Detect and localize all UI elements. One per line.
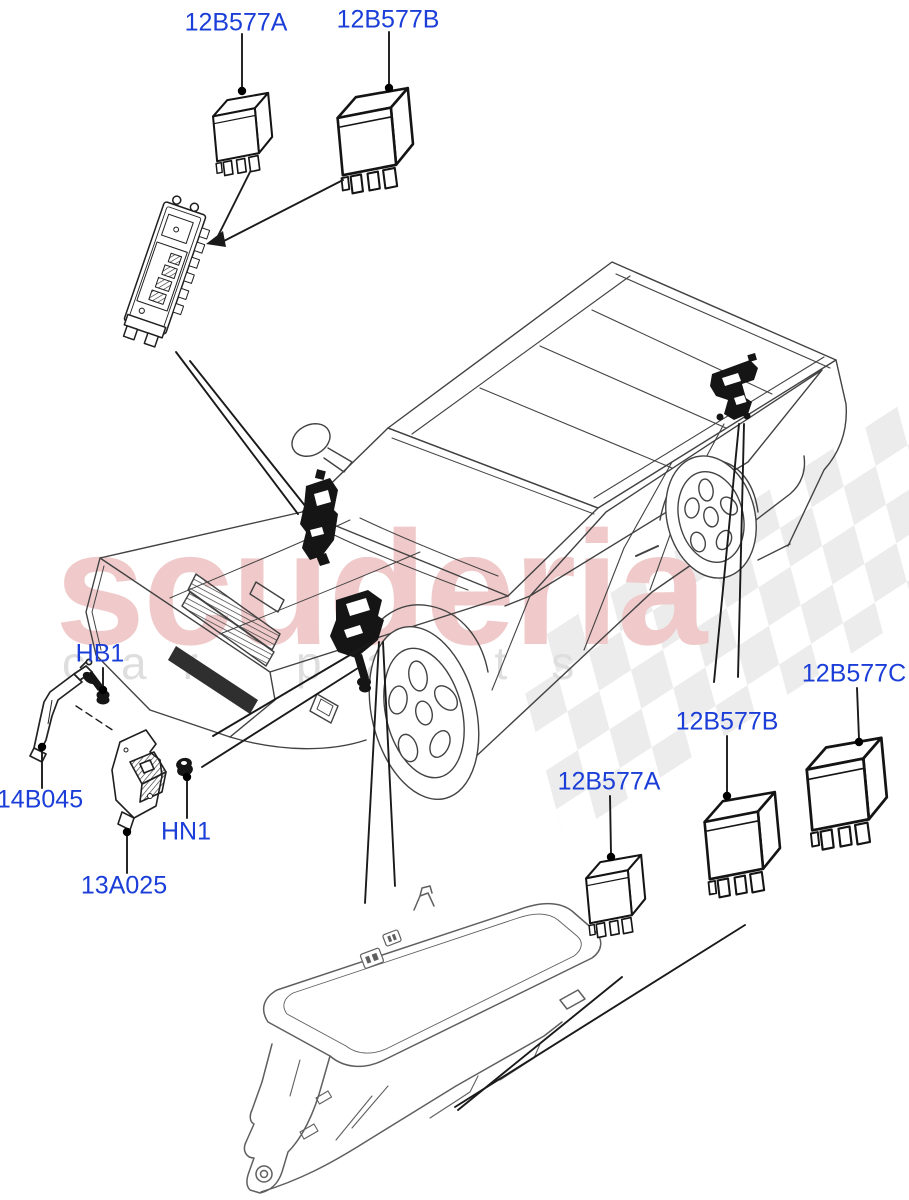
label-bolt-hb1[interactable]: HB1 xyxy=(75,639,125,668)
relay-bottom-b-sketch xyxy=(703,790,782,899)
vehicle-sketch xyxy=(85,261,847,763)
label-relay-bottom-a[interactable]: 12B577A xyxy=(557,767,661,796)
cowl-bracket-part xyxy=(300,469,338,566)
fender-module-part xyxy=(330,590,384,658)
relay-bottom-a-sketch xyxy=(585,853,647,939)
rear-quarter-bracket-part xyxy=(710,353,758,421)
label-nut-hn1[interactable]: HN1 xyxy=(160,817,212,846)
label-relay-top-a[interactable]: 12B577A xyxy=(184,8,288,37)
relay-bottom-c-sketch xyxy=(805,736,889,852)
leader-dots xyxy=(37,83,864,862)
module-13a025-sketch xyxy=(111,729,167,831)
relay-top-b-sketch xyxy=(336,86,415,195)
label-bracket-14b045[interactable]: 14B045 xyxy=(0,785,84,814)
label-relay-top-b[interactable]: 12B577B xyxy=(336,5,440,34)
control-module-sketch xyxy=(122,195,211,348)
leader-lines xyxy=(41,31,860,1111)
fusebox-sketch xyxy=(243,885,602,1194)
front-wheel xyxy=(368,625,480,801)
fender-bolt-part xyxy=(354,654,371,693)
label-relay-bottom-b[interactable]: 12B577B xyxy=(675,707,779,736)
relay-top-a-sketch xyxy=(212,91,274,177)
nut-hn1-sketch xyxy=(176,757,193,777)
label-relay-bottom-c[interactable]: 12B577C xyxy=(801,659,907,688)
arrowhead xyxy=(206,231,226,247)
label-module-13a025[interactable]: 13A025 xyxy=(80,871,168,900)
